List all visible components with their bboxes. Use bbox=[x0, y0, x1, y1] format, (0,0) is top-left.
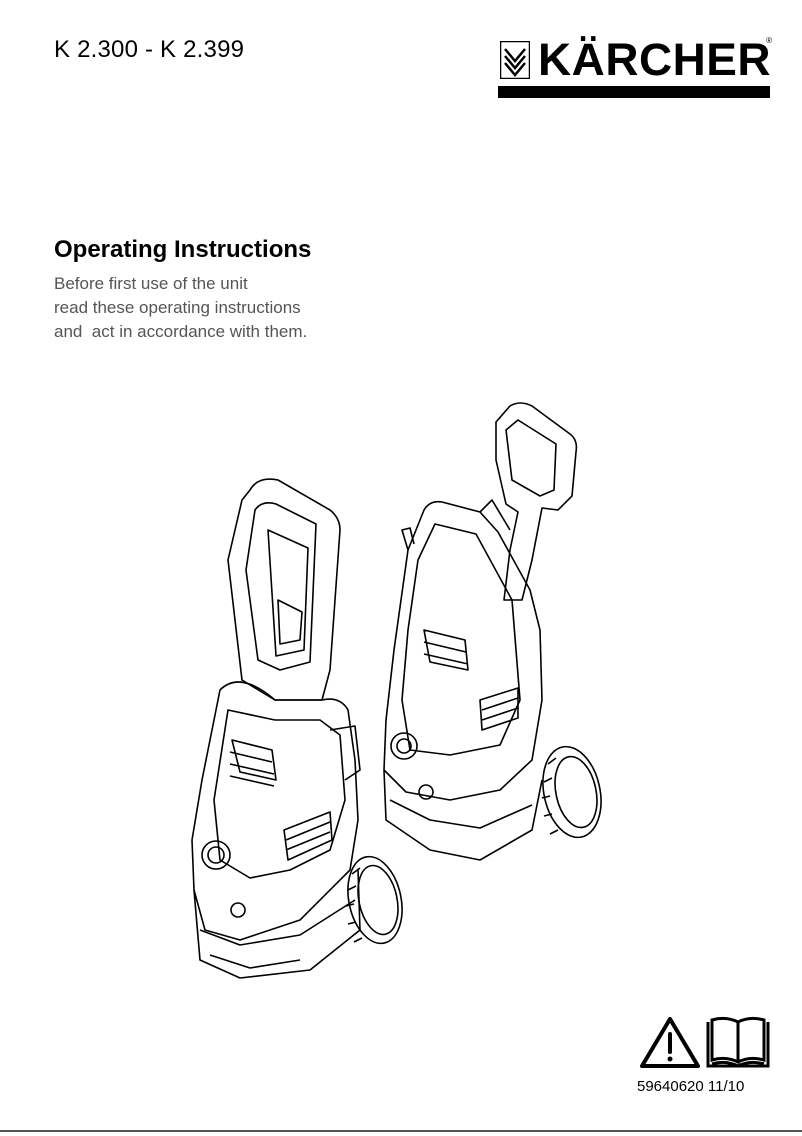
warning-triangle-icon bbox=[640, 1017, 700, 1068]
karcher-logo: KÄRCHER ® bbox=[498, 34, 772, 100]
bottom-rule bbox=[0, 1130, 802, 1132]
brand-name: KÄRCHER bbox=[538, 34, 772, 85]
model-range: K 2.300 - K 2.399 bbox=[54, 36, 245, 63]
document-number: 59640620 11/10 bbox=[637, 1078, 745, 1095]
pressure-washer-illustration bbox=[191, 402, 602, 979]
pressure-washer-right bbox=[383, 402, 602, 861]
karcher-emblem-icon bbox=[500, 41, 530, 79]
page-title: Operating Instructions bbox=[54, 236, 312, 263]
brand-bar bbox=[498, 86, 770, 98]
pressure-washer-left bbox=[191, 478, 403, 979]
subtitle-line: and act in accordance with them. bbox=[54, 322, 308, 341]
open-book-icon bbox=[706, 1016, 770, 1068]
footer-icons bbox=[640, 1016, 770, 1068]
subtitle-line: Before first use of the unit bbox=[54, 274, 248, 293]
registered-mark: ® bbox=[766, 36, 772, 45]
subtitle: Before first use of the unit read these … bbox=[54, 272, 307, 344]
subtitle-line: read these operating instructions bbox=[54, 298, 301, 317]
